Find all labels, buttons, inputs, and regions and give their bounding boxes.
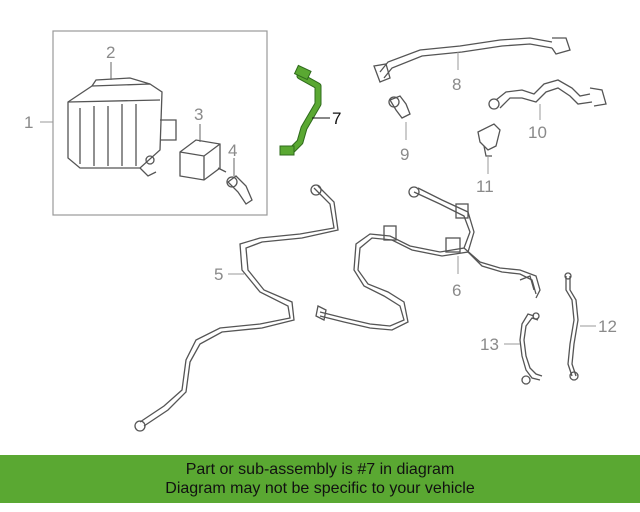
callout-7: 7 bbox=[332, 109, 341, 128]
banner-line-disclaimer: Diagram may not be specific to your vehi… bbox=[165, 480, 475, 497]
canister-assembly-box bbox=[52, 30, 268, 216]
canister-filter-part-3 bbox=[179, 139, 227, 181]
charcoal-canister-part-2 bbox=[67, 77, 177, 177]
callout-13: 13 bbox=[480, 335, 499, 354]
vapor-tube-part-7 bbox=[279, 64, 322, 156]
fuel-line-part-5 bbox=[134, 184, 339, 432]
line-assembly-part-6 bbox=[315, 186, 541, 331]
callout-8: 8 bbox=[452, 75, 461, 94]
callout-2: 2 bbox=[106, 43, 115, 62]
valve-part-4 bbox=[226, 175, 253, 205]
info-banner: Part or sub-assembly is #7 in diagram Di… bbox=[0, 455, 640, 503]
canister-assembly-group bbox=[40, 30, 268, 216]
callout-11: 11 bbox=[476, 177, 494, 196]
callout-9: 9 bbox=[400, 145, 409, 164]
valve-part-9 bbox=[388, 95, 411, 119]
hose-part-10 bbox=[488, 79, 607, 110]
callout-5: 5 bbox=[214, 265, 223, 284]
valve-part-11 bbox=[477, 123, 501, 157]
tube-part-13 bbox=[519, 312, 543, 385]
callout-12: 12 bbox=[598, 317, 617, 336]
callout-3: 3 bbox=[194, 105, 203, 124]
tube-part-12 bbox=[564, 272, 579, 381]
callout-4: 4 bbox=[228, 141, 237, 160]
tube-part-8 bbox=[373, 37, 571, 83]
callout-10: 10 bbox=[528, 123, 547, 142]
callout-1: 1 bbox=[24, 113, 33, 132]
banner-line-part-number: Part or sub-assembly is #7 in diagram bbox=[185, 461, 455, 478]
parts-diagram: 1 2 3 4 5 6 7 8 9 10 11 12 13 bbox=[24, 30, 617, 432]
callout-6: 6 bbox=[452, 281, 461, 300]
